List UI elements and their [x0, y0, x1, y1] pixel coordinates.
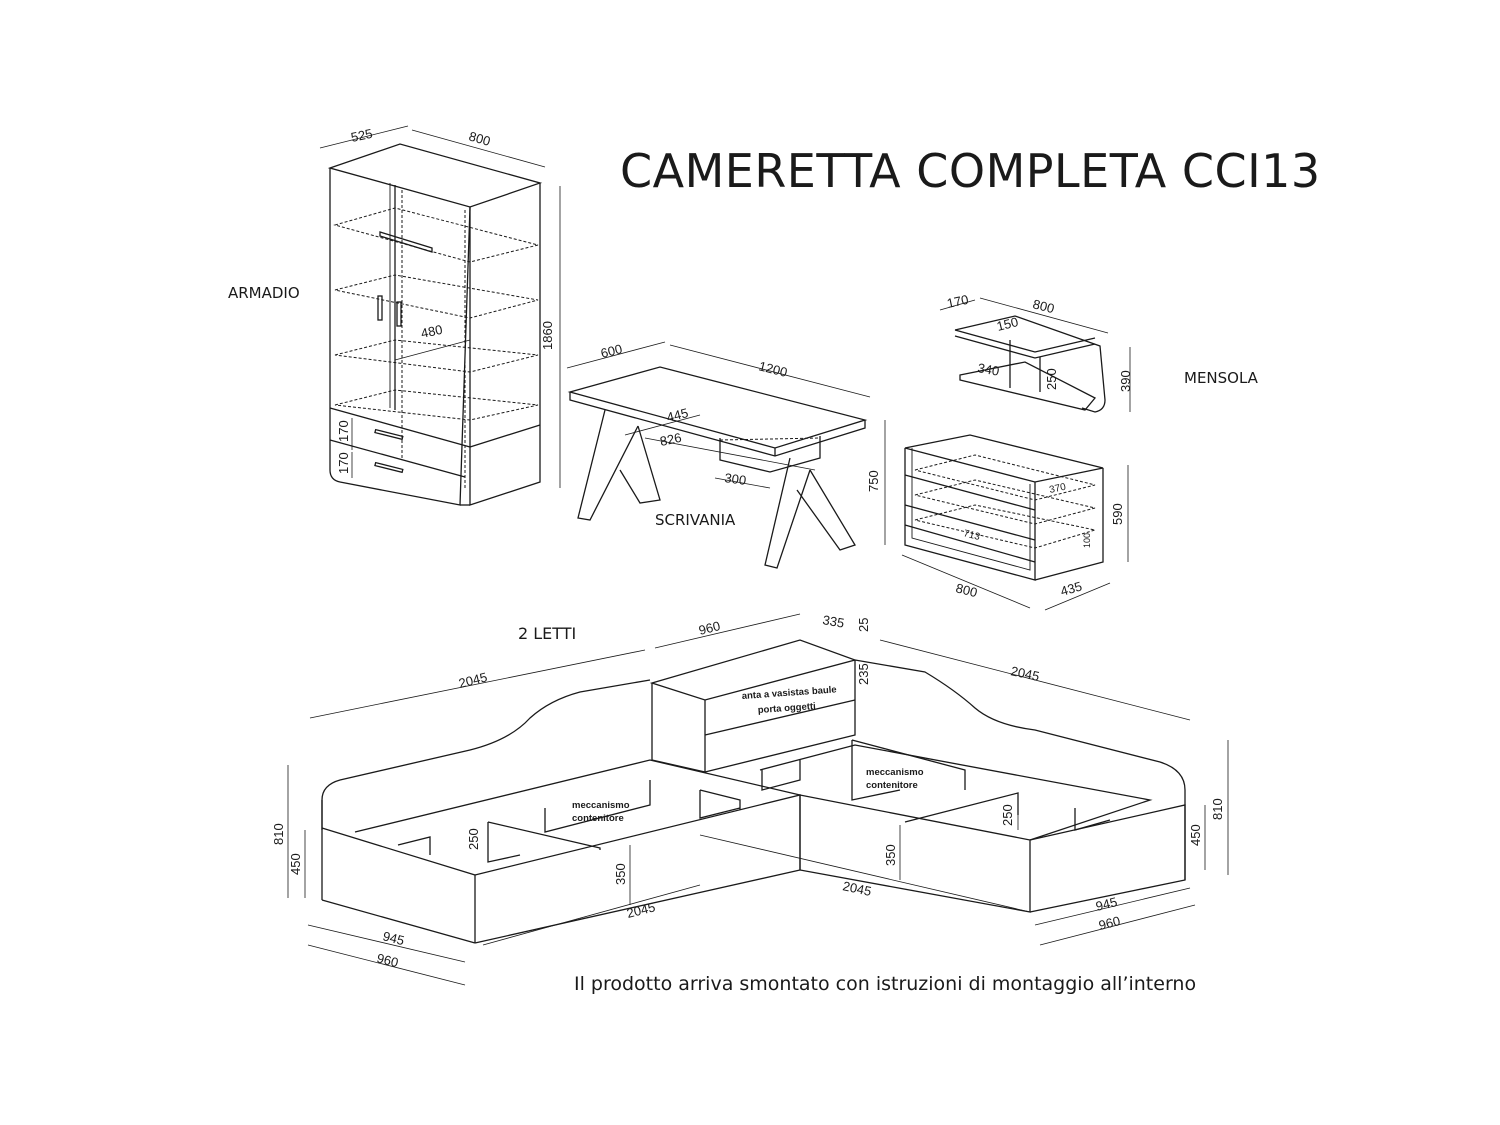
dim-dresser-inner-c: 100 [1082, 533, 1092, 548]
dim-armadio-width: 800 [467, 128, 492, 148]
dim-bed2-width-inner: 945 [1094, 894, 1119, 914]
dim-bed1-bottom-length: 2045 [625, 899, 657, 921]
dim-bed1-length: 2045 [457, 669, 489, 691]
dim-bed2-partition: 250 [1000, 804, 1015, 826]
label-scrivania: SCRIVANIA [655, 511, 736, 529]
dim-armadio-inner-width: 480 [420, 322, 444, 341]
dim-bed1-inner-h: 350 [613, 863, 628, 885]
dim-dresser-inner-a: 370 [1048, 482, 1067, 496]
dim-bed1-width-inner: 945 [381, 928, 406, 948]
dim-bed1-partition: 250 [466, 828, 481, 850]
dim-bed1-side: 450 [288, 853, 303, 875]
dim-shelf-width: 800 [1031, 296, 1056, 316]
dim-desk-drawer-width: 445 [665, 405, 690, 425]
label-armadio: ARMADIO [228, 284, 300, 302]
dim-bed1-height: 810 [271, 823, 286, 845]
dim-bed2-side: 450 [1188, 824, 1203, 846]
dim-desk-drawer-depth: 300 [724, 470, 748, 488]
dim-shelf-inner-width: 340 [976, 360, 1000, 379]
dim-shelf-inner-height: 250 [1044, 368, 1059, 390]
dim-bed2-bottom-length: 2045 [841, 878, 872, 899]
dim-bed2-length: 2045 [1009, 663, 1040, 684]
note-meccanismo-2b: contenitore [866, 780, 918, 791]
wardrobe-drawing: 525 800 1860 480 170 170 [319, 125, 561, 506]
dim-bed1-width-outer: 960 [375, 950, 400, 970]
dim-cassa-height: 235 [856, 663, 871, 685]
footer-note: Il prodotto arriva smontato con istruzio… [574, 973, 1197, 995]
dim-armadio-height: 1860 [540, 321, 555, 350]
dim-dresser-height: 590 [1110, 503, 1125, 525]
dim-shelf-depth: 170 [946, 292, 970, 311]
dim-desk-width: 1200 [757, 358, 789, 380]
note-bauletto-2: porta oggetti [757, 701, 816, 716]
shelf-drawing: 170 800 390 150 340 250 [939, 292, 1133, 413]
dim-shelf-top: 150 [995, 314, 1020, 334]
dim-dresser-inner-b: 713 [962, 528, 981, 543]
dim-bed2-height: 810 [1210, 798, 1225, 820]
note-meccanismo-2: meccanismo [866, 767, 924, 778]
note-meccanismo-1b: contenitore [572, 813, 624, 824]
label-letti: 2 LETTI [518, 624, 577, 643]
dim-armadio-drawer-2: 170 [336, 452, 351, 474]
dim-cassa-depth: 335 [821, 612, 845, 631]
dim-cassa-width: 960 [697, 618, 722, 638]
dim-dresser-depth: 435 [1059, 578, 1084, 598]
page-title: CAMERETTA COMPLETA CCI13 [620, 144, 1321, 198]
dim-desk-height: 750 [866, 470, 881, 492]
dim-top-thickness: 25 [856, 618, 871, 632]
dim-bed2-inner-h: 350 [883, 844, 898, 866]
desk-drawing: 600 1200 750 445 826 300 [566, 341, 886, 569]
label-mensola: MENSOLA [1184, 369, 1258, 387]
dim-shelf-height: 390 [1118, 370, 1133, 392]
dim-armadio-drawer-1: 170 [336, 420, 351, 442]
dim-bed2-width-outer: 960 [1097, 913, 1122, 933]
dresser-drawing: 800 435 590 370 713 100 [901, 434, 1129, 611]
beds-drawing: 2045 960 335 25 235 2045 810 450 250 350… [271, 612, 1229, 986]
dim-armadio-depth: 525 [350, 126, 374, 145]
dim-desk-depth: 600 [599, 341, 624, 361]
dim-dresser-width: 800 [954, 580, 979, 600]
dim-desk-leg-span: 826 [659, 430, 683, 449]
note-meccanismo-1: meccanismo [572, 800, 630, 811]
